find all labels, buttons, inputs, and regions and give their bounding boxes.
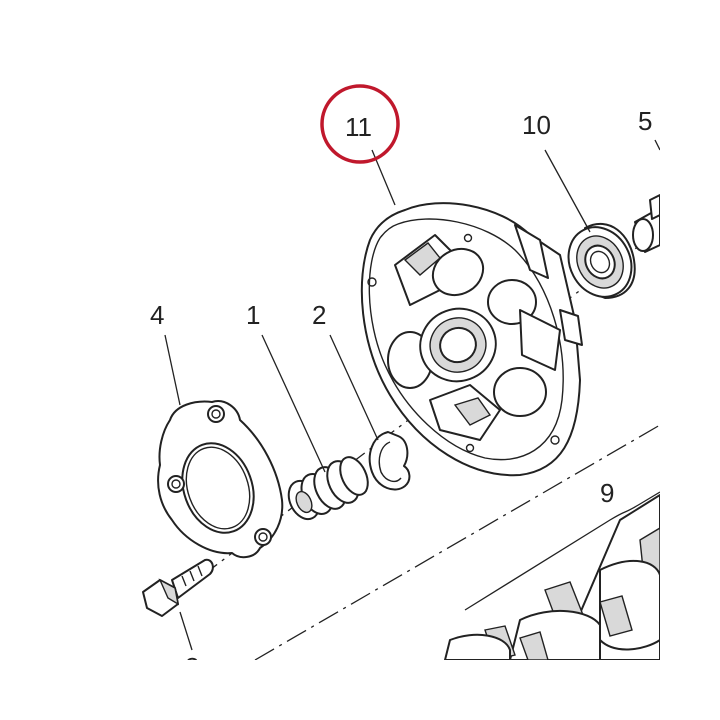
highlight-circle-11 <box>320 84 400 164</box>
part-shaft[interactable] <box>632 194 660 253</box>
callout-number-5: 5 <box>638 106 652 136</box>
leader-1 <box>261 334 326 473</box>
leader-10 <box>544 149 591 233</box>
callout-number-3: 3 <box>185 652 199 682</box>
callout-number-10: 10 <box>522 110 551 140</box>
part-pressure-plate[interactable] <box>360 202 583 477</box>
leader-3 <box>179 611 193 651</box>
assembly-axis-lower <box>254 424 660 660</box>
leader-4 <box>164 334 181 406</box>
part-bearing[interactable] <box>557 216 644 308</box>
part-spring[interactable] <box>283 453 373 524</box>
leader-2 <box>329 334 379 441</box>
callout-number-2: 2 <box>312 300 326 330</box>
part-cover-plate[interactable] <box>157 400 284 559</box>
callout-number-9: 9 <box>600 478 614 508</box>
part-clutch-pack[interactable] <box>444 494 660 660</box>
callout-number-1: 1 <box>246 300 260 330</box>
callout-bracket-9 <box>464 491 660 611</box>
part-snap-ring[interactable] <box>368 431 411 491</box>
leader-5 <box>654 139 660 151</box>
part-bolt[interactable] <box>142 558 214 617</box>
callout-number-11: 11 <box>345 112 372 142</box>
leader-lines <box>164 139 660 651</box>
callout-number-4: 4 <box>150 300 164 330</box>
